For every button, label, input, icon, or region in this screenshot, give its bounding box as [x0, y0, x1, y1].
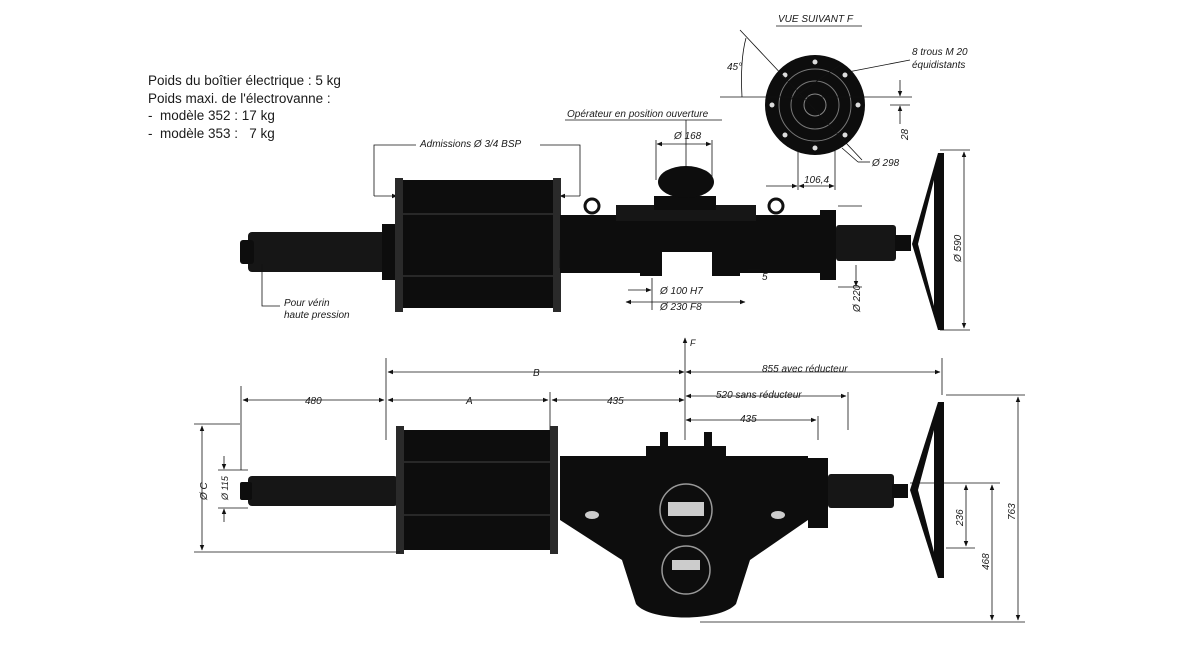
view-f-angle: 45° — [727, 62, 742, 73]
top-view: Admissions Ø 3/4 BSP Opérateur en positi… — [240, 109, 970, 331]
dim-220: Ø 220 — [852, 284, 863, 313]
dim-855: 855 avec réducteur — [762, 364, 848, 375]
flange-bolt-holes — [769, 59, 861, 151]
dim-763: 763 — [1007, 503, 1018, 520]
dim-115: Ø 115 — [220, 475, 230, 501]
dim-b: B — [533, 368, 540, 379]
pour-verin-1: Pour vérin — [284, 298, 330, 309]
flange-view-f: VUE SUIVANT F 45° 8 trous M 20 équidista… — [720, 14, 968, 190]
electrical-box — [658, 166, 714, 198]
weight-notes: Poids du boîtier électrique : 5 kg Poids… — [148, 72, 341, 142]
marker-f: F — [690, 338, 696, 348]
view-f-holes2: équidistants — [912, 60, 965, 71]
view-f-offset: 106,4 — [804, 175, 829, 186]
dim-435-a: 435 — [607, 396, 624, 407]
view-f-diameter: Ø 298 — [871, 158, 900, 169]
dim-168: Ø 168 — [673, 131, 702, 142]
dim-468: 468 — [981, 553, 992, 570]
dim-435-b: 435 — [740, 414, 757, 425]
dim-480: 480 — [305, 396, 322, 407]
actuator-cylinder — [400, 180, 558, 308]
side-hydraulic-rod — [248, 476, 398, 506]
hydraulic-rod — [248, 232, 390, 272]
dim-c: Ø C — [199, 481, 210, 501]
dim-a: A — [465, 396, 473, 407]
flange-disc — [765, 55, 865, 155]
dim-520: 520 sans réducteur — [716, 390, 802, 401]
admissions-label: Admissions Ø 3/4 BSP — [419, 139, 521, 150]
dim-590: Ø 590 — [953, 234, 964, 263]
dim-230-f8: Ø 230 F8 — [659, 302, 702, 313]
view-f-title: VUE SUIVANT F — [778, 14, 854, 25]
note-line: - modèle 352 : 17 kg — [148, 108, 275, 123]
pour-verin-2: haute pression — [284, 310, 350, 321]
view-f-holes: 8 trous M 20 — [912, 47, 968, 58]
side-gearbox-body — [560, 446, 808, 618]
operateur-label: Opérateur en position ouverture — [567, 109, 709, 120]
dim-100-h7: Ø 100 H7 — [659, 286, 703, 297]
dim-5: 5 — [762, 272, 768, 283]
side-view: F B 855 avec réducteur 480 A 435 520 san… — [194, 337, 1025, 623]
side-actuator-cylinder — [402, 430, 554, 550]
note-line: Poids maxi. de l'électrovanne : — [148, 90, 331, 106]
dim-236: 236 — [955, 509, 966, 527]
note-line: Poids du boîtier électrique : 5 kg — [148, 73, 341, 88]
note-line: - modèle 353 : 7 kg — [148, 125, 275, 141]
view-f-dim28: 28 — [900, 128, 911, 141]
